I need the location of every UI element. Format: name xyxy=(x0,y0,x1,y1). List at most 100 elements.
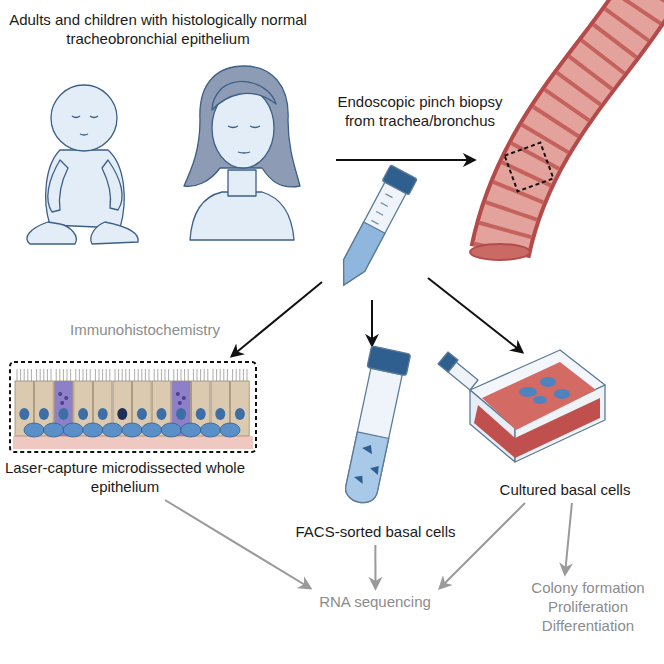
epithelium-part xyxy=(216,369,217,381)
epithelium-part xyxy=(223,369,224,381)
subject-group: Adults and children with histologically … xyxy=(8,10,308,48)
epithelium-part xyxy=(70,369,71,381)
epithelium-part xyxy=(99,369,100,381)
epithelium-part xyxy=(44,423,64,437)
epithelium-part xyxy=(51,369,52,381)
epithelium-part xyxy=(83,423,103,437)
node-text: FACS-sorted basal cells xyxy=(288,522,463,541)
epithelium-part xyxy=(118,369,119,381)
epithelium-part xyxy=(78,408,88,420)
epithelium-part xyxy=(36,369,37,381)
epithelium-part xyxy=(59,369,60,381)
process-arrow xyxy=(428,278,522,352)
epithelium-part xyxy=(19,408,29,420)
epithelium-part xyxy=(90,369,91,381)
epithelium-part xyxy=(168,369,169,381)
epithelium-part xyxy=(59,408,69,420)
epithelium-part xyxy=(24,369,25,381)
epithelium-part xyxy=(95,369,96,381)
epithelium-part xyxy=(213,369,214,381)
epithelium-part xyxy=(181,369,182,381)
epithelium-part xyxy=(125,369,126,381)
culture-flask xyxy=(438,350,605,462)
baby-figure xyxy=(27,85,138,244)
epithelium-part xyxy=(157,369,158,381)
node-text: Laser-capture microdissected whole epith… xyxy=(0,458,250,496)
epithelium-part xyxy=(60,401,64,405)
epithelium-part xyxy=(149,369,150,381)
epithelium-part xyxy=(182,396,186,400)
epithelium-part xyxy=(83,369,84,381)
epithelium-part xyxy=(165,369,166,381)
analysis-box: Colony formation Proliferation Different… xyxy=(518,578,658,635)
epithelium-part xyxy=(20,369,21,381)
epithelium-part xyxy=(193,369,194,381)
flow-arrow xyxy=(565,503,572,574)
epithelium-part xyxy=(197,369,198,381)
node-text: Colony formation Proliferation Different… xyxy=(518,578,658,635)
epithelium-part xyxy=(63,423,83,437)
epithelium-part xyxy=(173,369,174,381)
epithelium-part xyxy=(129,369,130,381)
method-label: Laser-capture microdissected whole epith… xyxy=(0,458,250,496)
node-text: RNA sequencing xyxy=(300,592,450,611)
epithelium-part xyxy=(64,396,68,400)
epithelium-part xyxy=(247,369,248,381)
epithelium-part xyxy=(102,423,122,437)
epithelium-part xyxy=(196,408,206,420)
epithelium-part xyxy=(176,392,180,396)
epithelium-drawing xyxy=(13,369,253,449)
annotation-label: Endoscopic pinch biopsy from trachea/bro… xyxy=(330,92,510,130)
process-arrow xyxy=(371,300,373,345)
woman-figure xyxy=(184,66,300,240)
epithelium-part xyxy=(63,369,64,381)
epithelium-part xyxy=(102,369,103,381)
annotation-label: Immunohistochemistry xyxy=(60,320,230,339)
trachea-figure xyxy=(470,0,650,260)
flow-arrow xyxy=(440,503,525,588)
epithelium-part xyxy=(161,369,162,381)
epithelium-part xyxy=(157,408,167,420)
falcon-tube xyxy=(331,165,418,292)
epithelium-part xyxy=(79,369,80,381)
epithelium-part xyxy=(117,408,127,420)
node-text: Adults and children with histologically … xyxy=(8,10,308,48)
epithelium-part xyxy=(142,423,162,437)
epithelium-part xyxy=(177,369,178,381)
epithelium-part xyxy=(40,369,41,381)
epithelium-part xyxy=(178,401,182,405)
epithelium-part xyxy=(200,369,201,381)
epithelium-part xyxy=(236,369,237,381)
epithelium-part xyxy=(181,423,201,437)
epithelium-part xyxy=(115,369,116,381)
epithelium-part xyxy=(161,423,181,437)
epithelium-part xyxy=(137,408,147,420)
epithelium-part xyxy=(67,369,68,381)
epithelium-part xyxy=(235,408,245,420)
epithelium-part xyxy=(109,369,110,381)
process-arrow xyxy=(232,282,322,356)
epithelium-part xyxy=(122,423,142,437)
epithelium-part xyxy=(58,392,62,396)
epithelium-part xyxy=(145,369,146,381)
node-text: Cultured basal cells xyxy=(475,480,655,499)
method-label: FACS-sorted basal cells xyxy=(288,522,463,541)
epithelium-part xyxy=(98,408,108,420)
flow-arrow xyxy=(374,545,376,588)
epithelium-part xyxy=(184,369,185,381)
epithelium-part xyxy=(220,423,240,437)
analysis-box: RNA sequencing xyxy=(300,592,450,611)
epithelium-part xyxy=(154,369,155,381)
epithelium-part xyxy=(24,423,44,437)
epithelium-part xyxy=(27,369,28,381)
epithelium-part xyxy=(200,423,220,437)
epithelium-part xyxy=(138,369,139,381)
epithelium-part xyxy=(220,369,221,381)
dissection-outline xyxy=(10,362,256,452)
epithelium-part xyxy=(13,436,253,449)
epithelium-part xyxy=(75,369,76,381)
epithelium-part xyxy=(141,369,142,381)
epithelium-part xyxy=(176,408,186,420)
facs-tube xyxy=(339,346,410,506)
epithelium-part xyxy=(239,369,240,381)
